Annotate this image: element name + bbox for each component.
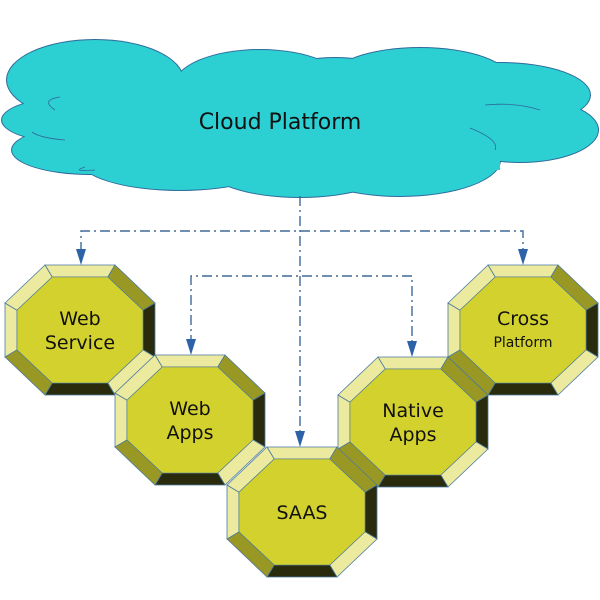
arrow-web-apps-icon [186, 339, 196, 355]
octagon-bevel [337, 394, 351, 450]
octagon-bevel [475, 394, 489, 450]
octagon-bevel [44, 264, 116, 278]
octagon-face [126, 366, 254, 474]
node-label-cross-platform: Cross [497, 308, 549, 330]
cloud-platform-label: Cloud Platform [199, 110, 362, 135]
octagon-face [349, 368, 477, 476]
node-label-web-service: Web [59, 308, 100, 330]
node-label-native-apps: Native [382, 400, 444, 422]
node-label-web-service: Service [45, 332, 115, 354]
octagon-bevel [44, 382, 116, 396]
cloud-platform-shape: Cloud Platform [1, 39, 599, 198]
node-label-native-apps: Apps [389, 424, 436, 446]
octagon-bevel [377, 356, 449, 370]
node-label-web-apps: Apps [166, 422, 213, 444]
octagon-bevel [487, 264, 559, 278]
node-label-cross-platform: Platform [493, 335, 552, 351]
octagon-bevel [142, 302, 156, 358]
octagon-bevel [447, 302, 461, 358]
octagon-face [16, 276, 144, 384]
node-label-web-apps: Web [169, 398, 210, 420]
octagon-bevel [266, 564, 338, 578]
octagon-face [459, 276, 587, 384]
octagon-bevel [266, 446, 338, 460]
octagon-bevel [364, 484, 378, 540]
octagon-face [238, 458, 366, 566]
octagon-bevel [252, 392, 266, 448]
arrow-web-service-icon [76, 249, 86, 265]
connector-lines [76, 196, 528, 447]
octagon-bevel [154, 472, 226, 486]
arrow-saas-icon [295, 431, 305, 447]
octagon-bevel [585, 302, 599, 358]
connector-inner-branch [190, 275, 413, 347]
node-label-saas: SAAS [277, 502, 328, 524]
cloud-icon [1, 39, 599, 198]
octagon-bevel [4, 302, 18, 358]
octagon-bevel [154, 354, 226, 368]
arrow-native-apps-icon [407, 341, 417, 357]
octagon-bevel [114, 392, 128, 448]
service-nodes: WebServiceCrossPlatformWebAppsNativeApps… [4, 264, 599, 578]
octagon-bevel [487, 382, 559, 396]
octagon-bevel [226, 484, 240, 540]
arrow-cross-platform-icon [518, 249, 528, 265]
octagon-bevel [377, 474, 449, 488]
node-saas[interactable]: SAAS [226, 446, 378, 578]
connector-top-branch [80, 230, 524, 255]
